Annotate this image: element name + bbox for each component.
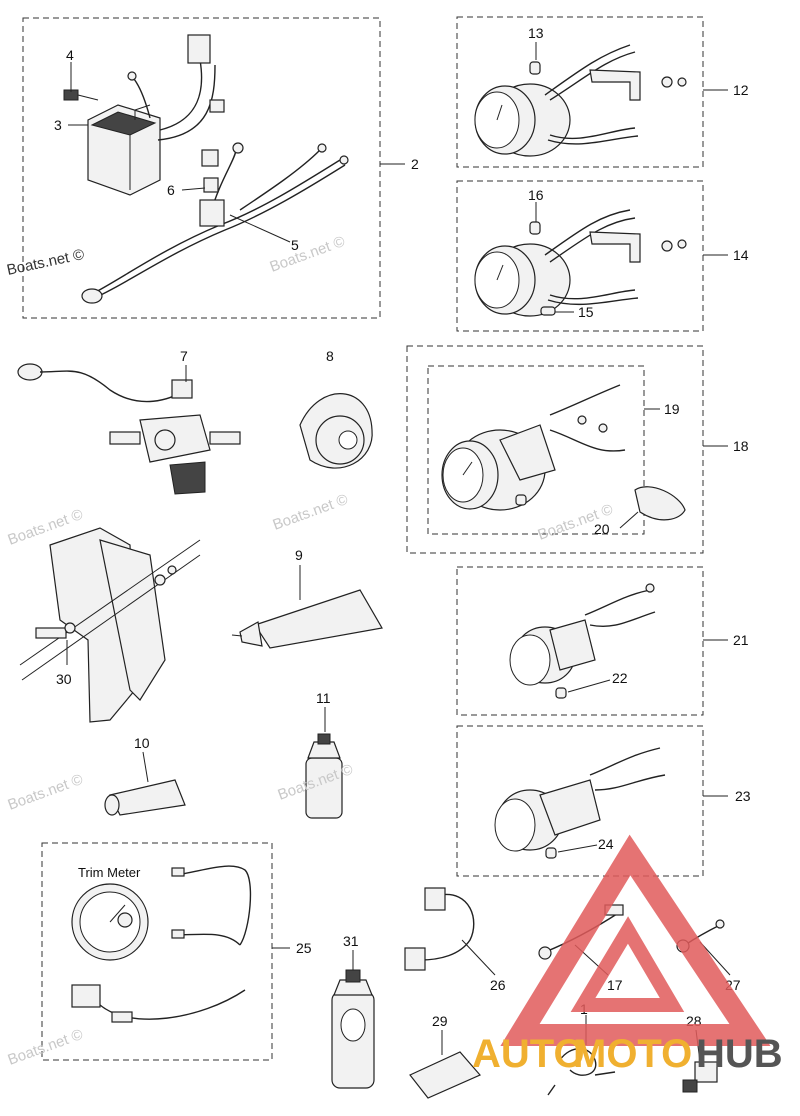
watermark-1: Boats.net ©	[268, 233, 348, 276]
sealant-tube-9	[231, 589, 383, 649]
bulb-13	[529, 61, 541, 75]
callout-24: 24	[598, 836, 614, 852]
callout-6: 6	[167, 182, 175, 198]
watermark-main: Boats.net ©	[5, 246, 85, 279]
sensor-28	[682, 1061, 718, 1093]
spring-1	[547, 1048, 616, 1096]
brand-logo: AUTO MOTO HUB	[472, 834, 783, 1076]
group-box-18	[406, 345, 704, 554]
trim-meter-label: Trim Meter	[78, 865, 141, 880]
callout-29: 29	[432, 1013, 448, 1029]
decal-29	[409, 1051, 481, 1099]
leader-lines	[66, 42, 731, 1063]
group-box-25	[41, 842, 273, 1061]
clip-6	[201, 149, 219, 193]
callout-5: 5	[291, 237, 299, 253]
grease-tube-10	[104, 779, 186, 816]
gauge-14	[474, 209, 687, 317]
gauge-23	[494, 747, 666, 859]
callout-14: 14	[733, 247, 749, 263]
callout-4: 4	[66, 47, 74, 63]
wire-lead-26	[404, 887, 475, 971]
callout-20: 20	[594, 521, 610, 537]
callout-10: 10	[134, 735, 150, 751]
oil-bottle-31	[331, 969, 375, 1089]
lamp-holder-20	[634, 486, 686, 521]
callout-21: 21	[733, 632, 749, 648]
brand-auto: AUTO	[472, 1032, 585, 1076]
group-box-21	[456, 566, 704, 716]
group-box-14	[456, 180, 704, 332]
brand-triangle-inner	[570, 916, 685, 1012]
callout-8: 8	[326, 348, 334, 364]
screw-4	[63, 89, 99, 101]
watermark-3: Boats.net ©	[271, 491, 351, 534]
rectifier-regulator	[87, 34, 225, 196]
group-box-12	[456, 16, 704, 168]
callout-30: 30	[56, 671, 72, 687]
wire-harness-5	[81, 142, 349, 304]
brand-triangle-outer	[500, 834, 771, 1046]
callout-23: 23	[735, 788, 751, 804]
switch-housing-8	[299, 393, 373, 469]
callout-7: 7	[180, 348, 188, 364]
brand-moto: MOTO	[573, 1032, 692, 1076]
watermark-7: Boats.net ©	[6, 1026, 86, 1069]
trim-meter-kit-25	[71, 865, 252, 1023]
callout-17: 17	[607, 977, 623, 993]
lubricant-can-11	[305, 733, 343, 819]
gauge-12	[474, 44, 687, 157]
group-box-2	[22, 17, 381, 319]
callout-31: 31	[343, 933, 359, 949]
callout-26: 26	[490, 977, 506, 993]
gauge-19	[441, 384, 626, 511]
callout-9: 9	[295, 547, 303, 563]
brand-hub: HUB	[696, 1032, 783, 1076]
mounting-bracket-30	[19, 527, 201, 723]
callout-12: 12	[733, 82, 749, 98]
callout-19: 19	[664, 401, 680, 417]
callout-22: 22	[612, 670, 628, 686]
group-box-19	[427, 365, 645, 535]
callout-18: 18	[733, 438, 749, 454]
callout-11: 11	[316, 690, 331, 706]
gauge-21	[509, 583, 656, 699]
ignition-switch-7	[17, 363, 241, 495]
callout-16: 16	[528, 187, 544, 203]
group-box-23	[456, 725, 704, 877]
callout-13: 13	[528, 25, 544, 41]
watermark-5: Boats.net ©	[6, 771, 86, 814]
callout-25: 25	[296, 940, 312, 956]
bulb-16	[529, 221, 541, 235]
callout-3: 3	[54, 117, 62, 133]
callout-2: 2	[411, 156, 419, 172]
callout-15: 15	[578, 304, 594, 320]
